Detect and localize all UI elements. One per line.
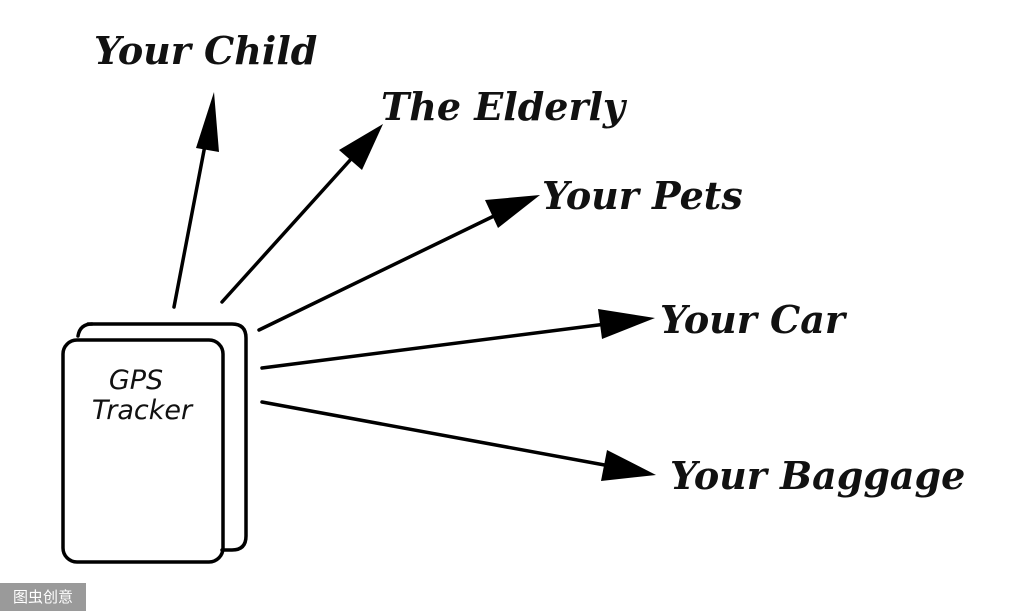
label-your-pets: Your Pets <box>542 173 743 218</box>
device-label-line2: Tracker <box>92 395 194 426</box>
label-your-baggage: Your Baggage <box>670 453 965 498</box>
device-back-top-edge <box>76 322 94 338</box>
device-label-line1: GPS <box>109 365 163 396</box>
arrow-to-car <box>260 309 655 370</box>
arrow-to-pets <box>257 195 540 332</box>
label-your-child: Your Child <box>94 28 317 73</box>
arrow-to-baggage <box>260 400 656 481</box>
device-back-panel <box>86 322 248 552</box>
arrow-to-child <box>172 92 219 309</box>
label-your-car: Your Car <box>660 297 848 342</box>
gps-tracker-device: GPS Tracker <box>61 322 248 564</box>
arrow-to-elderly <box>220 124 383 304</box>
watermark-badge: 图虫创意 <box>0 583 86 611</box>
label-the-elderly: The Elderly <box>381 84 628 129</box>
device-front-panel <box>61 338 225 564</box>
